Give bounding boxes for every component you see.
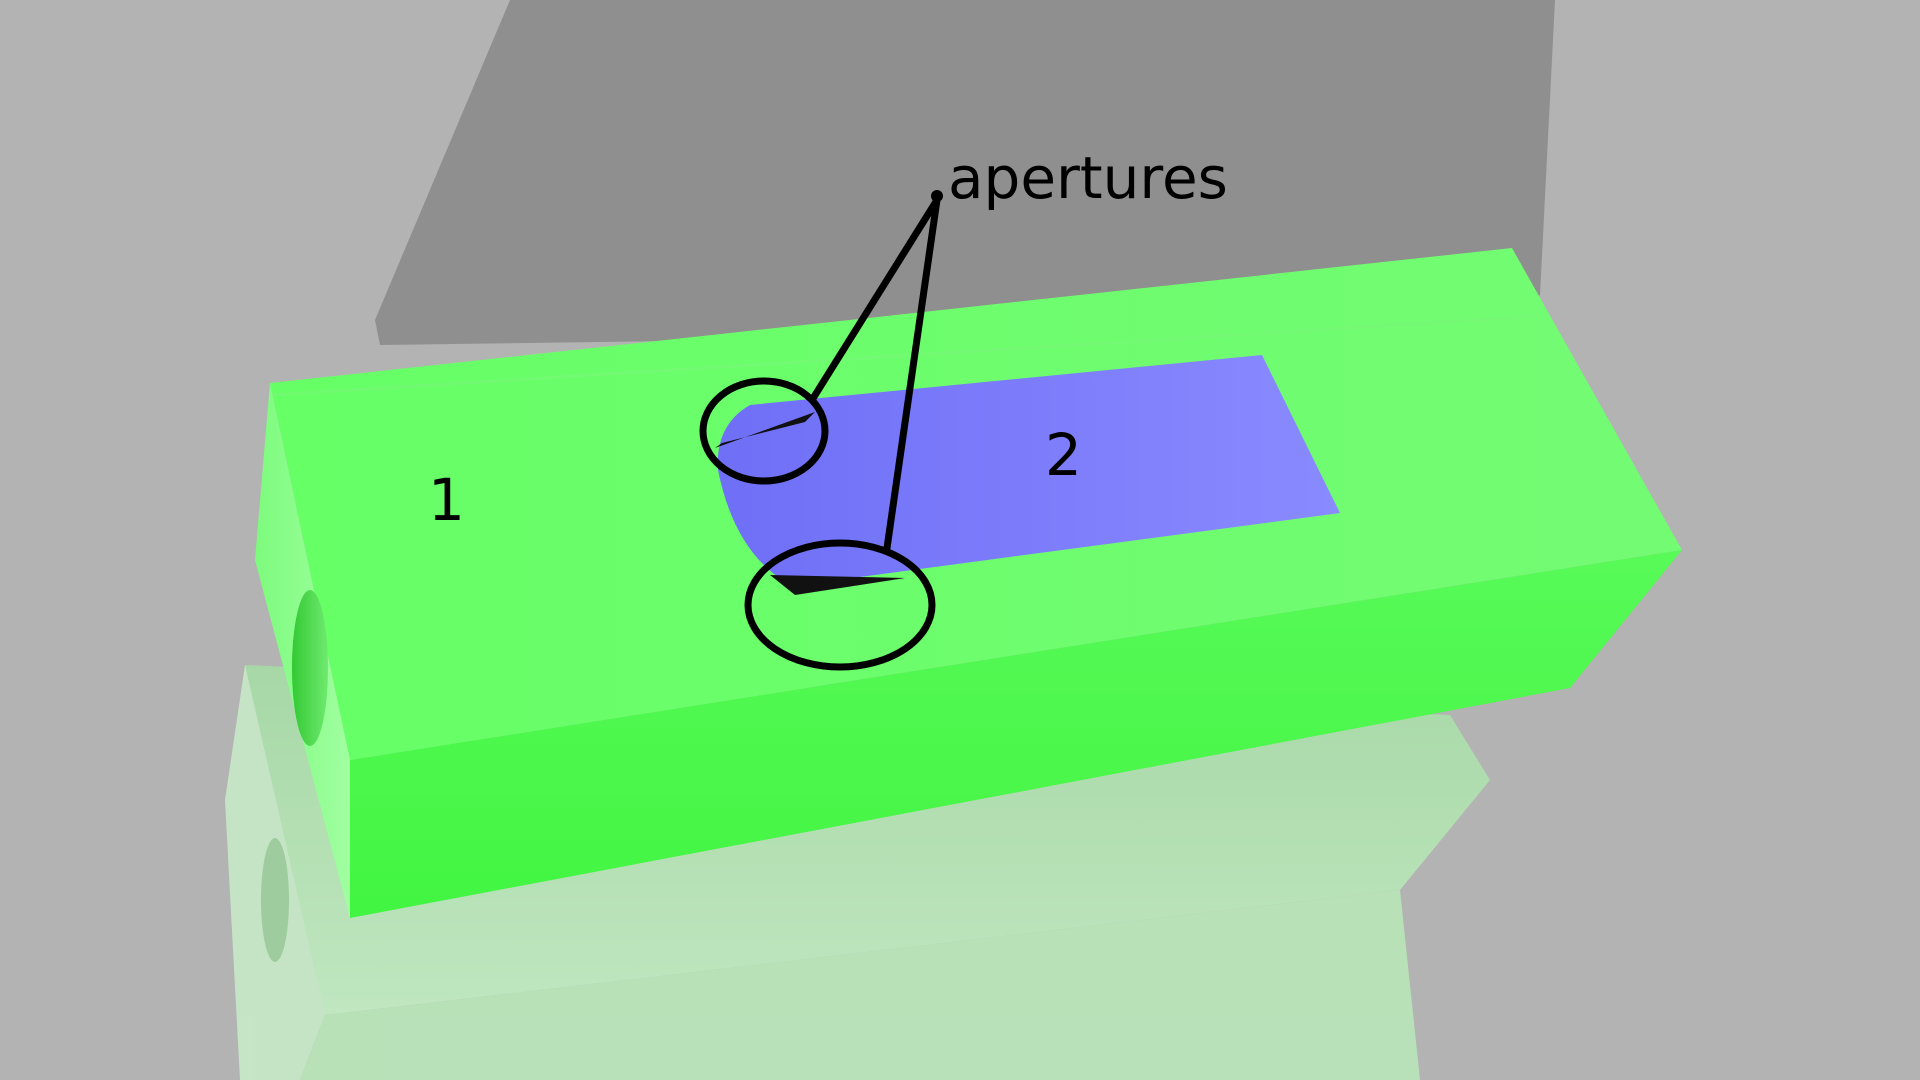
main-block-top-edge xyxy=(271,314,1539,397)
callout-label: apertures xyxy=(948,144,1228,212)
callout-annotation xyxy=(699,196,941,671)
end-face-hole-icon xyxy=(292,590,328,746)
part-1-label: 1 xyxy=(428,466,465,534)
lower-aperture-circle xyxy=(744,539,936,671)
upper-aperture-wedge xyxy=(715,412,815,448)
slot-face xyxy=(717,355,1340,586)
callout-line-lower xyxy=(883,196,941,552)
lower-aperture-wedge xyxy=(770,575,905,595)
callout-line-upper xyxy=(808,196,941,404)
main-block-front-face xyxy=(350,550,1682,918)
ghost-block-bottom xyxy=(300,890,1420,1080)
callout-origin-dot xyxy=(931,190,943,202)
upper-aperture-circle xyxy=(699,377,829,485)
ghost-block-hole-icon xyxy=(261,838,289,962)
floor-shadow xyxy=(375,0,1555,345)
slot-part-2 xyxy=(715,355,1340,595)
part-2-label: 2 xyxy=(1045,421,1082,489)
